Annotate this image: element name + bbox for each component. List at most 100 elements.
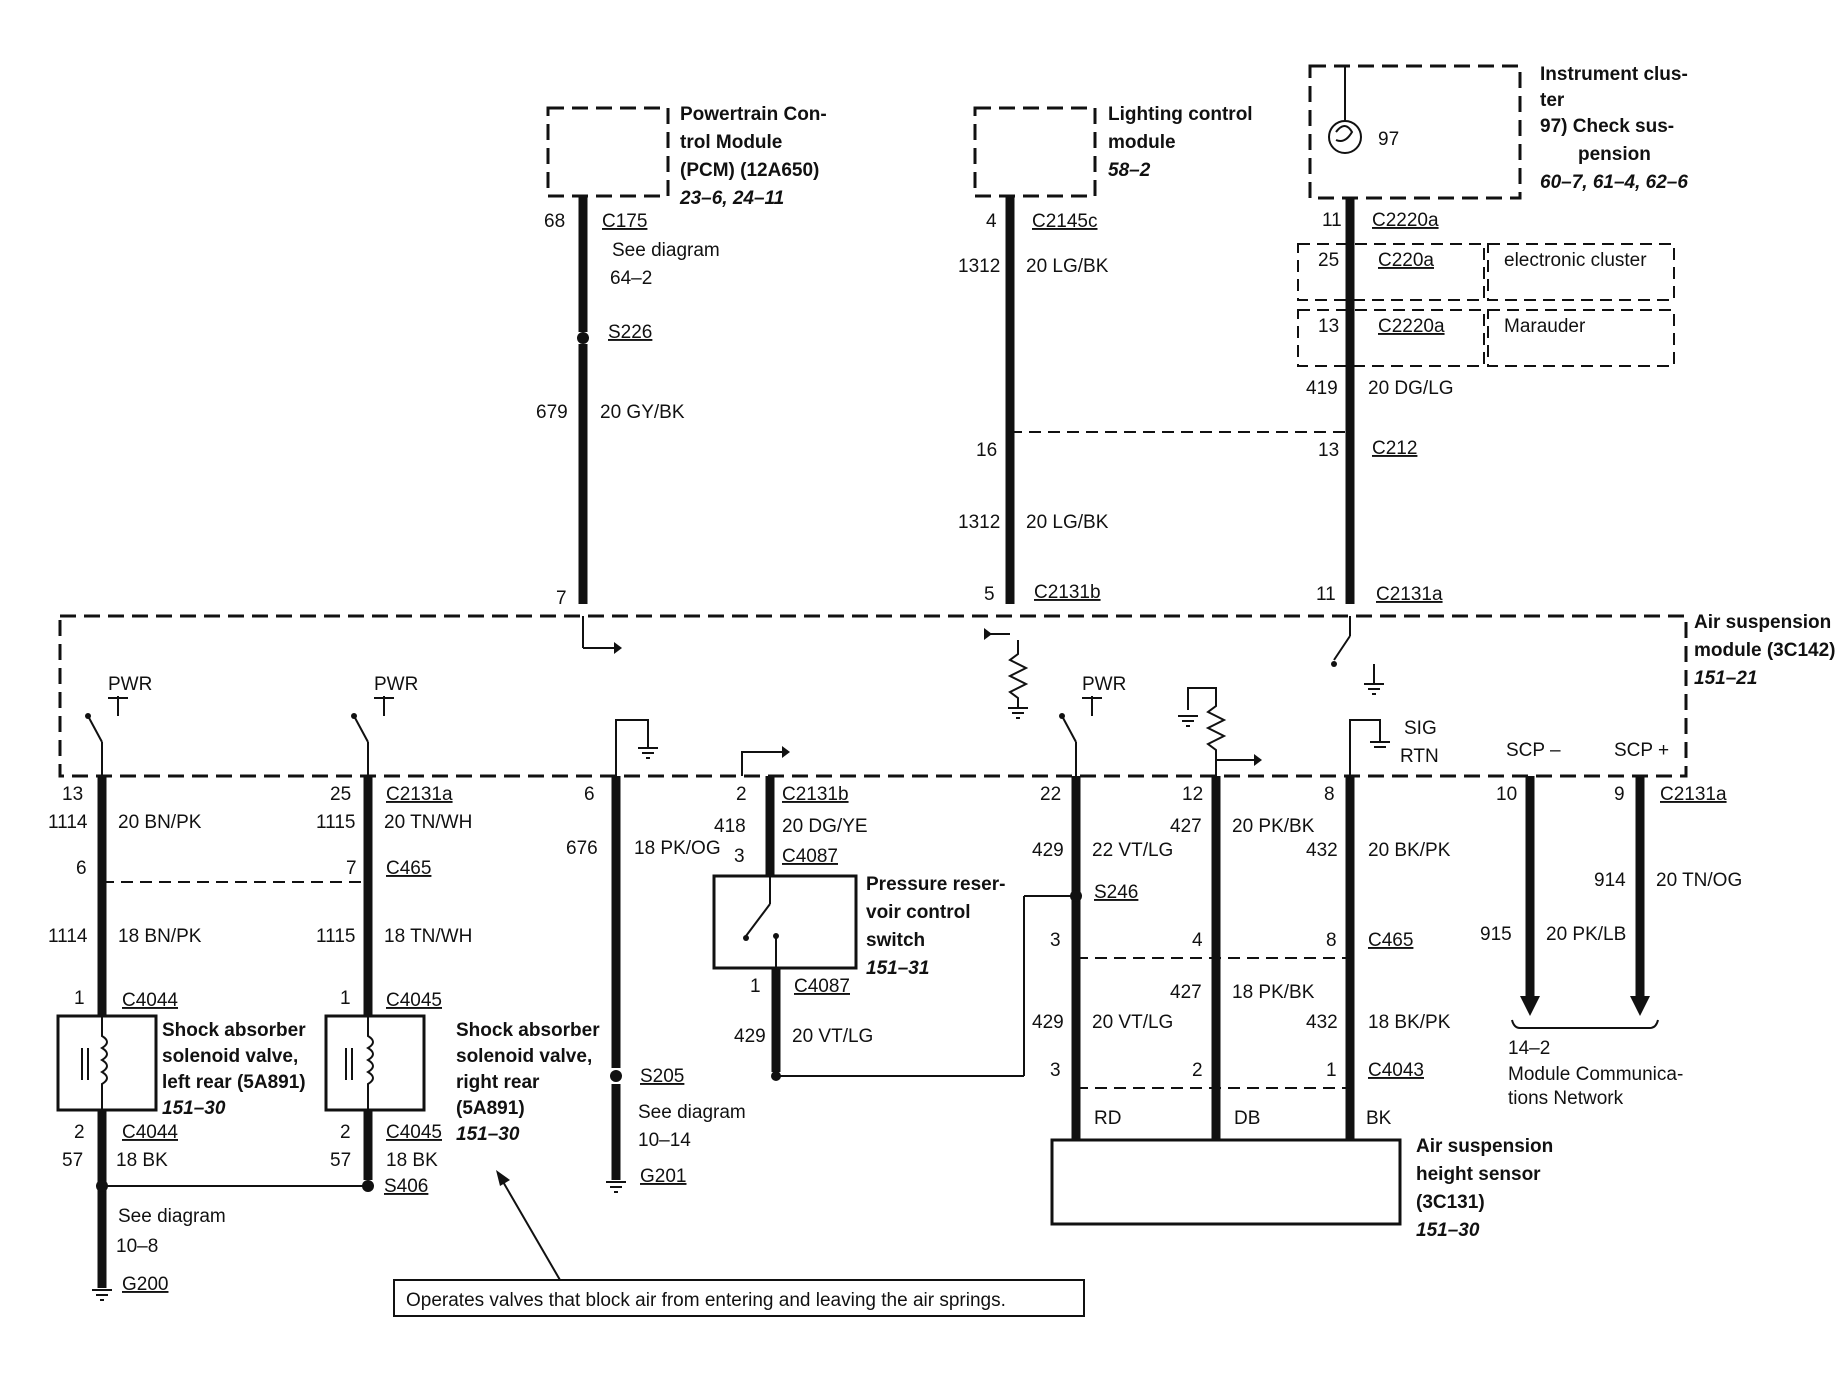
scp-plus-label: SCP + (1614, 740, 1669, 761)
wire-20pkbk: 20 PK/BK (1232, 816, 1315, 837)
circuit-57-rr: 57 (330, 1150, 351, 1171)
pin-6-676: 6 (584, 784, 595, 805)
ground-g201: G201 (640, 1166, 686, 1187)
connector-c4043: C4043 (1368, 1060, 1424, 1081)
ground-icon (92, 1289, 112, 1301)
pcm-pin-68: 68 (544, 211, 565, 232)
wire-18bk-rr: 18 BK (386, 1150, 438, 1171)
connector-c2220a: C2220a (1372, 210, 1439, 231)
circuit-676: 676 (566, 838, 598, 859)
circuit-1312-b: 1312 (958, 512, 1000, 533)
pin-16: 16 (976, 440, 997, 461)
ground-icon (606, 1181, 626, 1193)
pin-10: 10 (1496, 784, 1517, 805)
asm-name: Air suspension (1694, 612, 1831, 633)
pressure-switch-name-3: switch (866, 930, 925, 951)
see-diagram-pcm: See diagram (612, 240, 720, 261)
circuit-427-b: 427 (1170, 982, 1202, 1003)
splice-s226-label: S226 (608, 322, 652, 343)
pcm-name-2: trol Module (680, 132, 782, 153)
pin-2-418: 2 (736, 784, 747, 805)
circuit-915: 915 (1480, 924, 1512, 945)
cluster-name: Instrument clus- (1540, 64, 1688, 85)
sig-label: SIG (1404, 718, 1437, 739)
wire-18pkbk: 18 PK/BK (1232, 982, 1315, 1003)
lcm-pin-4: 4 (986, 211, 997, 232)
wire-18bkpk: 18 BK/PK (1368, 1012, 1451, 1033)
cluster-name-4: pension (1578, 144, 1651, 165)
shock-rr-ref: 151–30 (456, 1124, 520, 1145)
height-sensor-name-2: height sensor (1416, 1164, 1541, 1185)
pin-12: 12 (1182, 784, 1203, 805)
rtn-label: RTN (1400, 746, 1439, 767)
sensor-pin-bk: BK (1366, 1108, 1392, 1129)
wire-20lgbk-a: 20 LG/BK (1026, 256, 1109, 277)
wire-20tnog: 20 TN/OG (1656, 870, 1742, 891)
circuit-1114-b: 1114 (48, 926, 88, 947)
ref-10-14: 10–14 (638, 1130, 691, 1151)
asm-pin-11: 11 (1316, 584, 1336, 605)
pin-25-rr: 25 (330, 784, 351, 805)
lighting-name-2: module (1108, 132, 1176, 153)
sensor-pin-db: DB (1234, 1108, 1260, 1129)
connector-c4087-b: C4087 (794, 976, 850, 997)
pin-2-lr: 2 (74, 1122, 85, 1143)
connector-c4087-a: C4087 (782, 846, 838, 867)
splice-s246-label: S246 (1094, 882, 1138, 903)
variant-pin-13: 13 (1318, 316, 1339, 337)
pin-8-asm: 8 (1324, 784, 1335, 805)
wire-18tnwh: 18 TN/WH (384, 926, 472, 947)
shock-rr-name-4: (5A891) (456, 1098, 525, 1119)
cluster-name-3: 97) Check sus- (1540, 116, 1674, 137)
connector-c4044-a: C4044 (122, 990, 178, 1011)
pin-4-c465: 4 (1192, 930, 1203, 951)
variant-electronic: electronic cluster (1504, 250, 1647, 271)
see-diagram-g201: See diagram (638, 1102, 746, 1123)
pin-7-rr: 7 (346, 858, 357, 879)
variant-pin-25: 25 (1318, 250, 1339, 271)
pwr-label-3: PWR (1082, 674, 1126, 695)
height-sensor-name: Air suspension (1416, 1136, 1553, 1157)
connector-c2131b-top: C2131b (1034, 582, 1101, 603)
shock-lr-name-3: left rear (5A891) (162, 1072, 306, 1093)
wire-20bkpk: 20 BK/PK (1368, 840, 1451, 861)
circuit-427-a: 427 (1170, 816, 1202, 837)
shock-lr-name-2: solenoid valve, (162, 1046, 298, 1067)
pin-1-lr: 1 (74, 988, 85, 1009)
connector-c2131b-418: C2131b (782, 784, 849, 805)
scp-network-1: Module Communica- (1508, 1064, 1683, 1085)
pin-22: 22 (1040, 784, 1061, 805)
connector-c2131a-scp: C2131a (1660, 784, 1727, 805)
pin-3-c4043: 3 (1050, 1060, 1061, 1081)
shock-lr-box (56, 1014, 158, 1112)
circuit-1115-b: 1115 (316, 926, 355, 947)
lighting-name: Lighting control (1108, 104, 1253, 125)
callout-text: Operates valves that block air from ente… (406, 1290, 1006, 1311)
sensor-pin-rd: RD (1094, 1108, 1121, 1129)
connector-c465-left: C465 (386, 858, 431, 879)
cluster-name-2: ter (1540, 90, 1565, 111)
connector-c4045-b: C4045 (386, 1122, 442, 1143)
connector-c4045-a: C4045 (386, 990, 442, 1011)
circuit-429-b: 429 (1032, 1012, 1064, 1033)
pin-3-c465: 3 (1050, 930, 1061, 951)
wire-20vtlg-sw: 20 VT/LG (792, 1026, 873, 1047)
pin-3-c4087: 3 (734, 846, 745, 867)
pwr-switch-3: PWR (1059, 674, 1126, 776)
wire-20gybk: 20 GY/BK (600, 402, 685, 423)
pcm-name: Powertrain Con- (680, 104, 827, 125)
air-suspension-module-box (58, 614, 1688, 778)
splice-s246 (1070, 890, 1082, 902)
pcm-name-3: (PCM) (12A650) (680, 160, 819, 181)
variant-marauder-box (1487, 309, 1675, 367)
pwr-label-1: PWR (108, 674, 152, 695)
pcm-pin-7: 7 (556, 588, 567, 609)
connector-c212: C212 (1372, 438, 1417, 459)
wire-20pklb: 20 PK/LB (1546, 924, 1626, 945)
circuit-432-a: 432 (1306, 840, 1338, 861)
c212-pin-13: 13 (1318, 440, 1339, 461)
cluster-module-box (1308, 64, 1522, 200)
circuit-429-sw: 429 (734, 1026, 766, 1047)
wire-22vtlg: 22 VT/LG (1092, 840, 1173, 861)
